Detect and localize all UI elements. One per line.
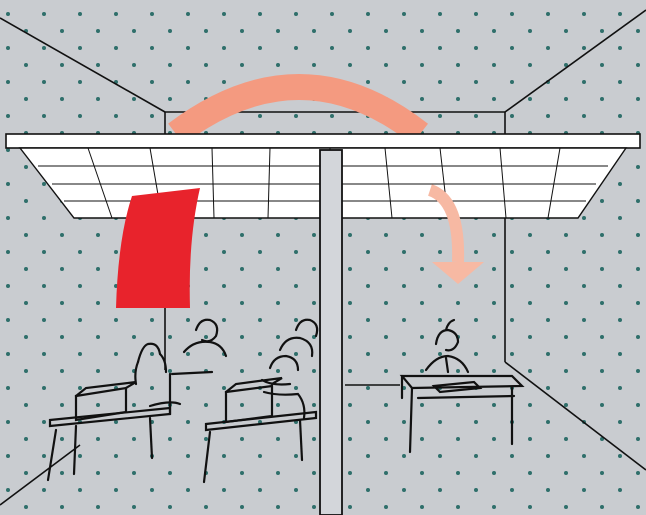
partition-wall xyxy=(320,150,342,515)
